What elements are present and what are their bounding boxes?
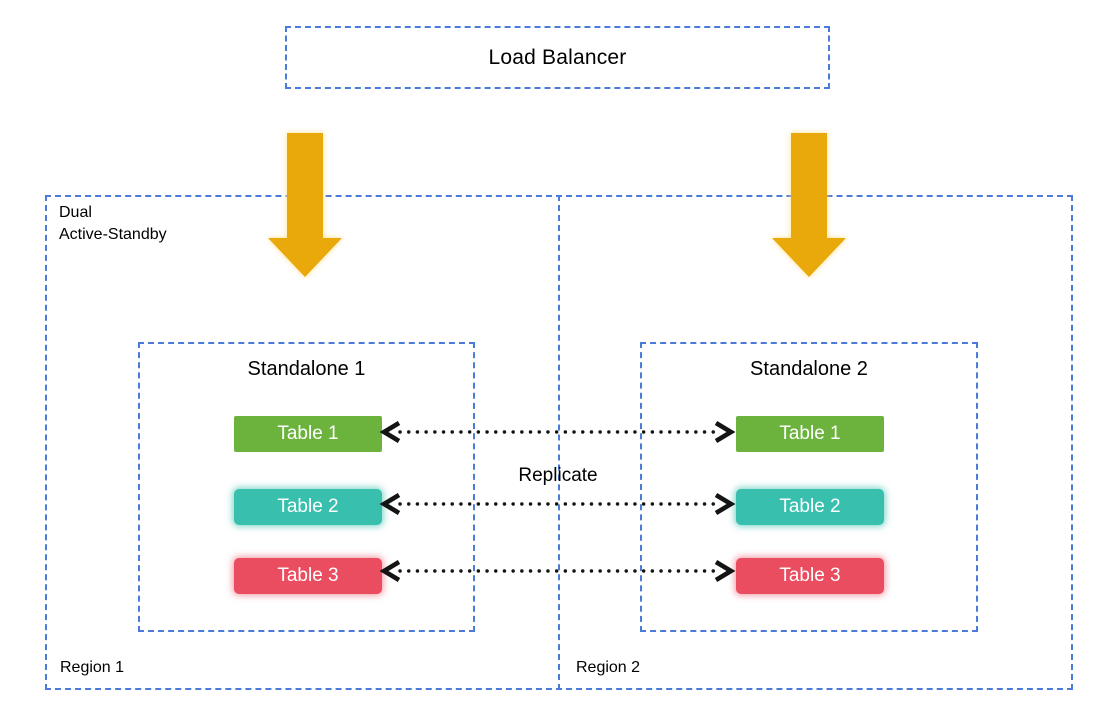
- standalone-1-box: Standalone 1 Table 1 Table 2 Table 3: [138, 342, 475, 632]
- region-1-label: Region 1: [60, 659, 125, 676]
- standalone-1-table-3: Table 3: [234, 558, 382, 594]
- region-2-label: Region 2: [576, 659, 641, 676]
- dual-active-standby-box: Dual Active-Standby Region 1 Region 2: [45, 195, 1073, 690]
- replicate-label: Replicate: [518, 465, 598, 486]
- standalone-2-table-2: Table 2: [736, 489, 884, 525]
- load-balancer-label: Load Balancer: [488, 45, 627, 69]
- standalone-1-table-2: Table 2: [234, 489, 382, 525]
- standalone-1-title: Standalone 1: [247, 358, 366, 380]
- standalone-2-table-1: Table 1: [736, 416, 884, 452]
- standalone-1-table-1: Table 1: [234, 416, 382, 452]
- region-divider-line: [558, 195, 560, 690]
- cluster-label: Dual Active-Standby: [59, 204, 167, 243]
- standalone-2-table-3: Table 3: [736, 558, 884, 594]
- load-balancer-box: Load Balancer: [285, 26, 830, 89]
- standalone-2-box: Standalone 2 Table 1 Table 2 Table 3: [640, 342, 978, 632]
- standalone-2-title: Standalone 2: [750, 358, 868, 380]
